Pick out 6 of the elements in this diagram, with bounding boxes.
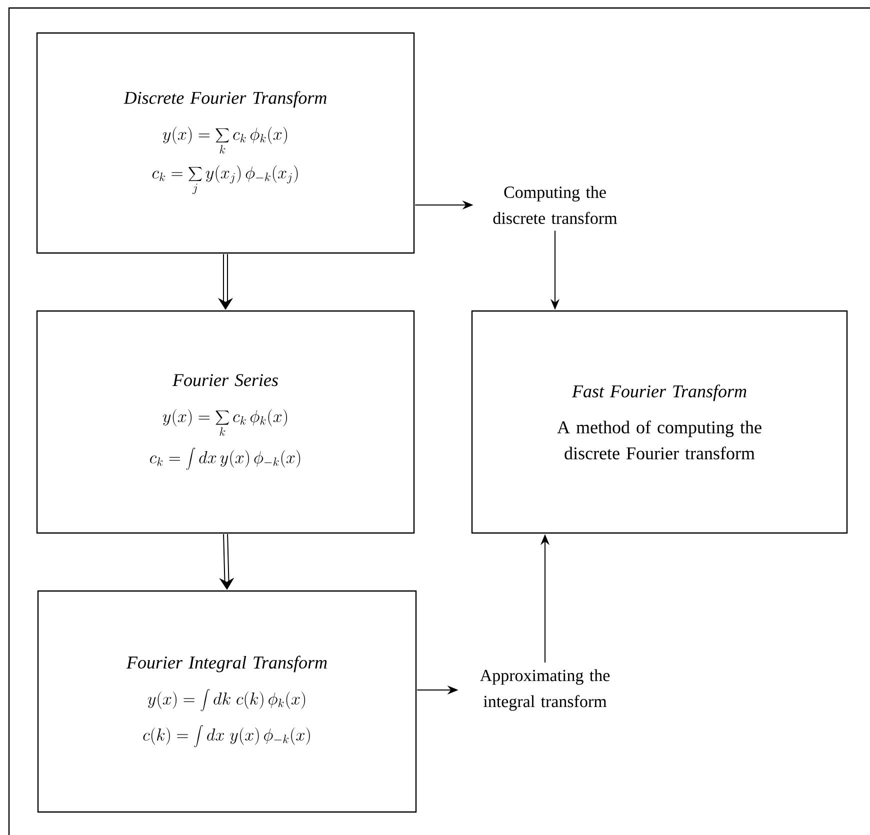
note-text: Approximating the integral transform [480, 669, 610, 711]
process-box: Fourier Integral Transform $y (x) = \int dk \; c (k) \, \phi_k (x)$ $c(k) = \int dx \; y (x) \, \phi_{-k} (x)$ [37, 590, 417, 813]
note-text: Computing the discrete transform [493, 186, 618, 224]
process-box: Discrete Fourier Transform $y (x) = \sum_{k} c_k \, \phi_k (x)$ $c_k = \sum_{j} y (x_j) \, \phi_{-k} (x_j)$ [36, 32, 415, 254]
process-box: Fourier Series $y (x) = \sum_{k} c_k \, \phi_k (x)$ $c_k = \int dx \, y (x) \, \phi_{-k} (x)$ [36, 310, 415, 534]
process-box: Fast Fourier Transform A method of computing the discrete Fourier transform [471, 310, 848, 534]
